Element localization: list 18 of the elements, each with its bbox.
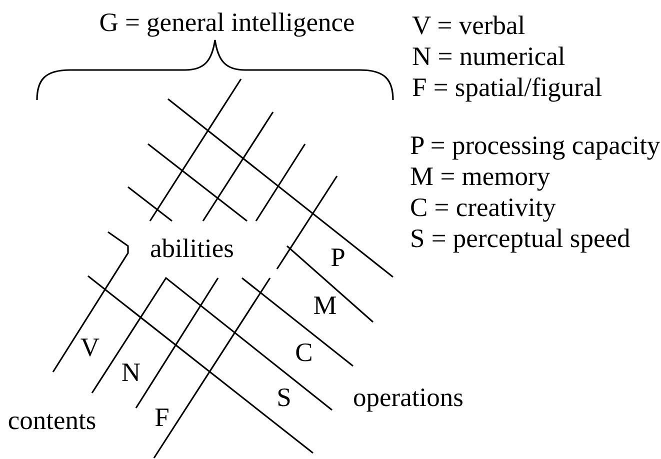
heading: G = general intelligence [99,8,355,36]
category-letter: N [121,358,141,386]
category-letter: C [295,338,313,366]
definition: C = creativity [410,194,556,220]
definition: N = numerical [412,42,566,70]
axis-label: operations [353,384,464,410]
category-letter: S [276,384,292,410]
category-letter: V [80,334,100,360]
definition: V = verbal [412,12,526,38]
category-letter: P [330,244,346,270]
definition: M = memory [410,162,550,190]
definition: P = processing capacity [410,132,660,158]
axis-label: abilities [150,234,234,262]
definition: F = spatial/figural [412,74,602,100]
category-letter: F [154,404,170,430]
definition: S = perceptual speed [410,224,630,252]
category-letter: M [313,292,337,318]
axis-label: contents [8,406,96,434]
